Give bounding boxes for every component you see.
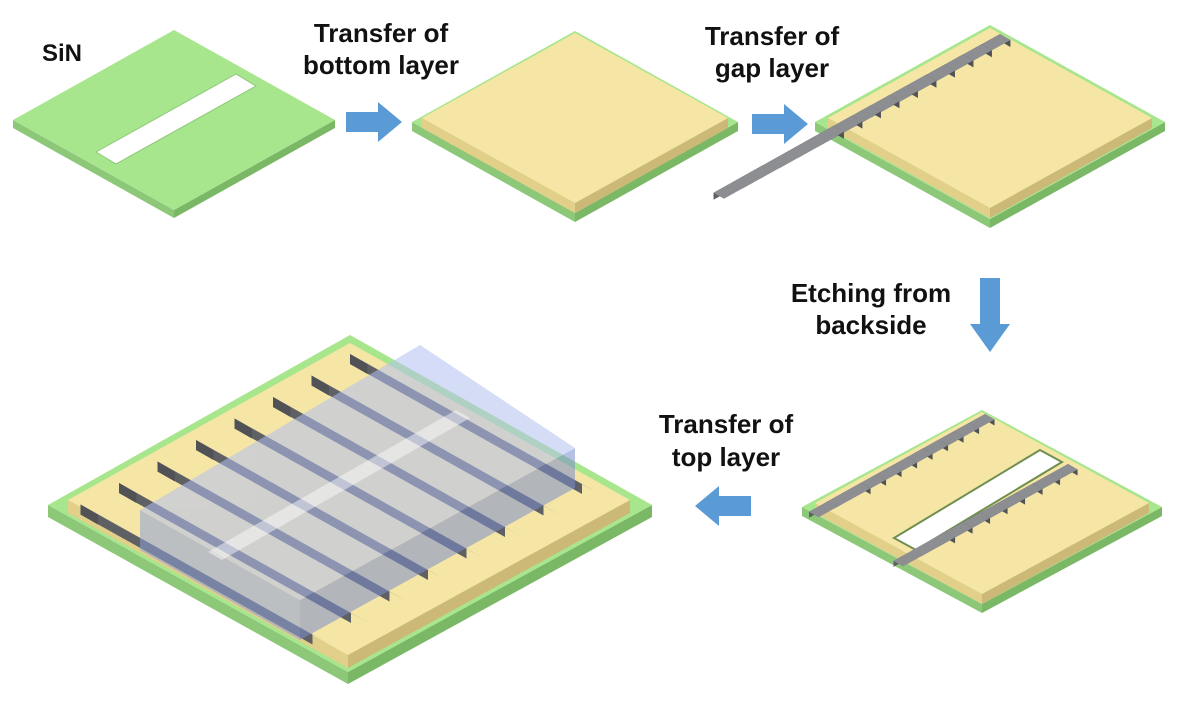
etched-strip-upper [809,482,871,518]
gap-strips [713,34,1011,200]
label-step1-line1: Transfer of [314,18,449,48]
etched-strips [809,414,1078,567]
label-step4-line2: top layer [672,442,780,472]
slit-opening [95,73,257,165]
label-step4-line1: Transfer of [659,409,794,439]
stage-gap-layer [713,25,1165,228]
top-layer-block [140,345,575,640]
gap-strip [713,125,844,200]
arrow-step-1 [346,102,402,142]
etched-strip-lower [893,531,956,567]
stage-top-layer [48,335,652,684]
stage-bottom-layer [412,31,738,222]
arrow-step-2 [752,104,808,144]
arrow-step-4 [695,486,751,526]
stage-etched [802,410,1162,613]
top-layer-gap [208,410,470,560]
arrow-step-3 [970,278,1010,352]
labels: SiN Transfer of bottom layer Transfer of… [42,18,951,472]
label-step1-line2: bottom layer [303,50,459,80]
label-step3-line1: Etching from [791,278,951,308]
label-step2-line1: Transfer of [705,21,840,51]
label-step2-line2: gap layer [715,53,829,83]
label-step3-line2: backside [815,310,926,340]
etched-slit [891,448,1065,552]
label-sin: SiN [42,40,82,67]
stage-sin-substrate [13,30,335,218]
